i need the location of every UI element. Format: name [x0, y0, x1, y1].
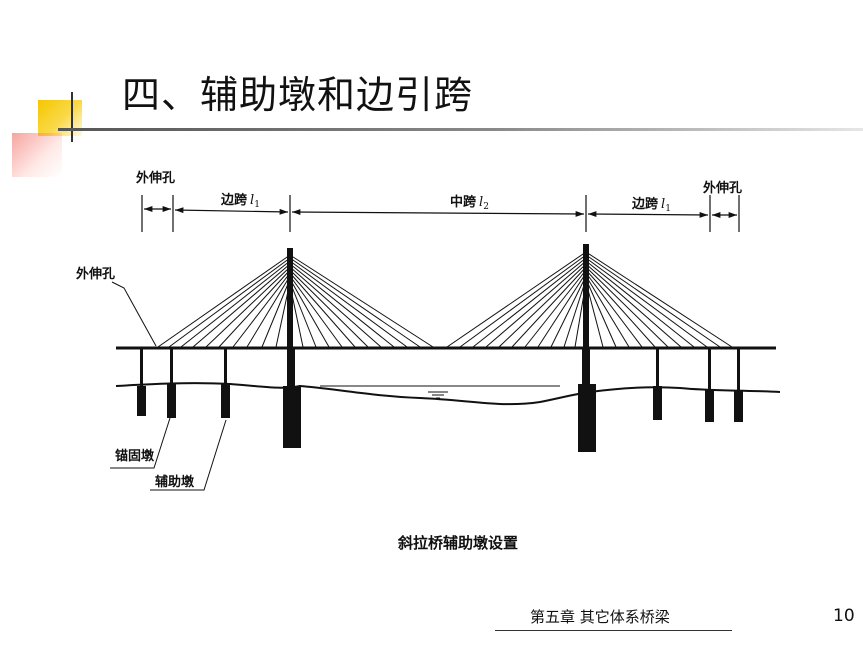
stay-cables-right-tower [446, 251, 733, 348]
overhang-callout-label: 外伸孔 [75, 266, 115, 282]
footer-chapter-title: 第五章 其它体系桥梁 [530, 608, 670, 626]
outer-span-right-label: 外伸孔 [702, 180, 742, 196]
piers-left [137, 348, 230, 418]
footer-underline [495, 630, 732, 631]
slide-title: 四、辅助墩和边引跨 [122, 73, 474, 117]
stay-cables-left-tower [157, 254, 434, 348]
figure-caption: 斜拉桥辅助墩设置 [398, 534, 519, 552]
title-decoration-vertical-line [71, 92, 73, 142]
title-underline-rule [58, 128, 863, 131]
water-surface-marker [428, 391, 448, 399]
auxiliary-pier-callout-label: 辅助墩 [155, 474, 195, 490]
piers-right [653, 348, 743, 422]
page-number: 10 [833, 606, 855, 626]
anchor-pier-callout-label: 锚固墩 [115, 448, 155, 464]
ground-line [115, 382, 781, 406]
right-tower [578, 244, 596, 452]
outer-span-left-label: 外伸孔 [135, 170, 175, 186]
callout-leaders [110, 281, 227, 491]
title-decoration-red-square [12, 133, 62, 177]
span-dimension-line [141, 195, 740, 232]
left-tower [283, 248, 301, 448]
